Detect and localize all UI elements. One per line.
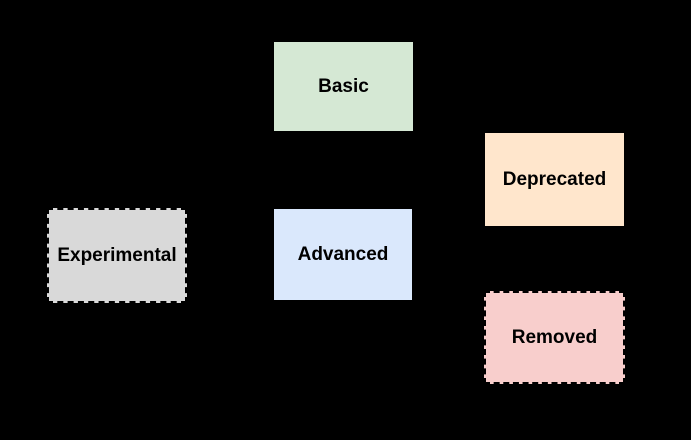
node-deprecated-label: Deprecated	[502, 168, 607, 190]
node-experimental: Experimental	[47, 208, 187, 303]
node-experimental-label: Experimental	[57, 244, 177, 266]
node-removed-label: Removed	[511, 326, 598, 348]
node-removed: Removed	[484, 291, 625, 384]
node-basic-label: Basic	[318, 75, 369, 97]
node-deprecated: Deprecated	[484, 132, 625, 227]
node-basic: Basic	[273, 41, 414, 132]
node-advanced: Advanced	[273, 208, 413, 301]
node-advanced-label: Advanced	[297, 243, 389, 265]
